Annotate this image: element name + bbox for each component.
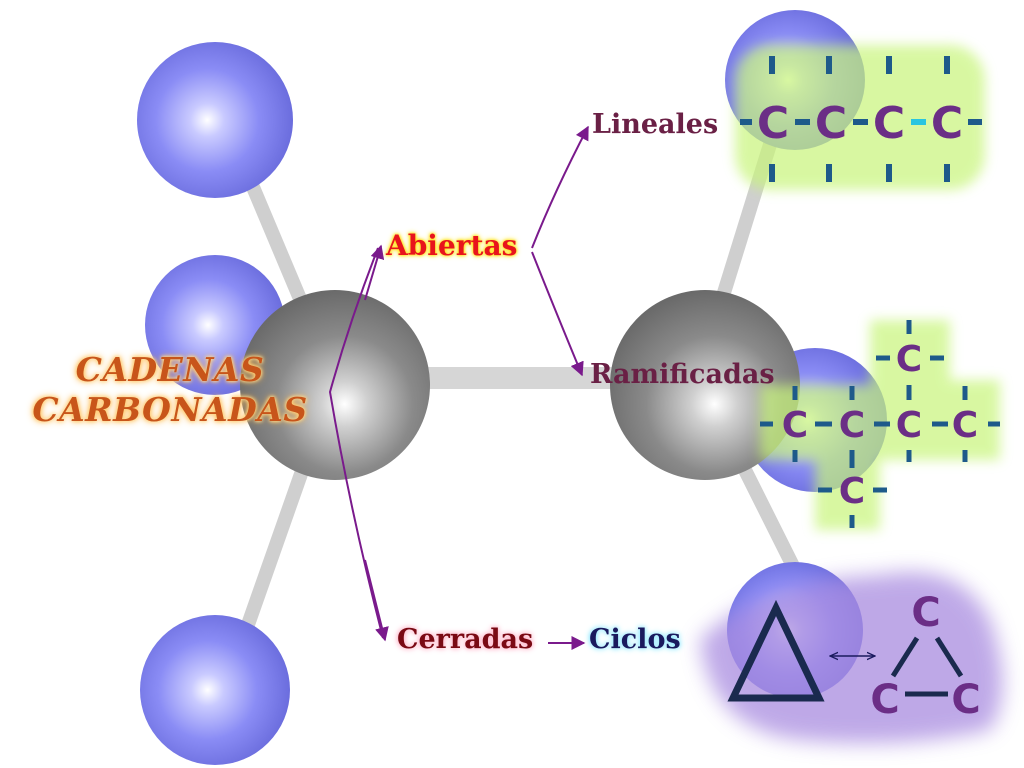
carbon-atom: C bbox=[782, 405, 808, 446]
carbon-atom: C bbox=[952, 405, 978, 446]
title-line-1: CADENAS bbox=[75, 350, 265, 389]
carbon-atom: C bbox=[873, 98, 905, 149]
carbon-atom: C bbox=[911, 590, 940, 636]
triangle-icon bbox=[727, 599, 825, 702]
branched-chain-bonds bbox=[760, 320, 1000, 528]
cycle-structure: C C C bbox=[700, 572, 1003, 744]
carbon-sphere bbox=[610, 290, 800, 480]
hydrogen-sphere bbox=[137, 42, 293, 198]
carbon-atom: C bbox=[931, 98, 963, 149]
carbon-atom: C bbox=[839, 405, 865, 446]
arrow-to-abiertas bbox=[364, 244, 385, 301]
arrow-to-ramificadas bbox=[531, 251, 584, 377]
carbon-atom: C bbox=[951, 677, 980, 723]
branched-chain: C C C C C C bbox=[760, 320, 1000, 530]
carbon-atom: C bbox=[839, 471, 865, 512]
connector-arrows bbox=[328, 125, 589, 650]
carbon-atom: C bbox=[896, 339, 922, 380]
carbon-atom: C bbox=[757, 98, 789, 149]
carbon-atom: C bbox=[870, 677, 899, 723]
linear-chain: C C C C bbox=[735, 45, 985, 190]
carbon-atom: C bbox=[896, 405, 922, 446]
arrow-to-cerradas bbox=[364, 559, 389, 642]
linear-chain-bonds bbox=[740, 56, 982, 182]
label-abiertas: Abiertas bbox=[386, 229, 518, 262]
linear-chain-glow bbox=[735, 45, 985, 190]
label-ciclos: Ciclos bbox=[589, 624, 681, 655]
label-lineales: Lineales bbox=[592, 109, 719, 140]
carbon-sphere bbox=[240, 290, 430, 480]
title-line-2: CARBONADAS bbox=[32, 390, 308, 429]
arrow-to-lineales bbox=[531, 125, 589, 249]
label-ramificadas: Ramificadas bbox=[590, 359, 775, 390]
label-cerradas: Cerradas bbox=[397, 624, 534, 655]
carbon-atom: C bbox=[815, 98, 847, 149]
hydrogen-sphere bbox=[140, 615, 290, 765]
cycle-bonds bbox=[890, 636, 964, 697]
diagram-title: CADENAS CARBONADAS bbox=[20, 350, 320, 430]
brace-main bbox=[328, 247, 384, 639]
